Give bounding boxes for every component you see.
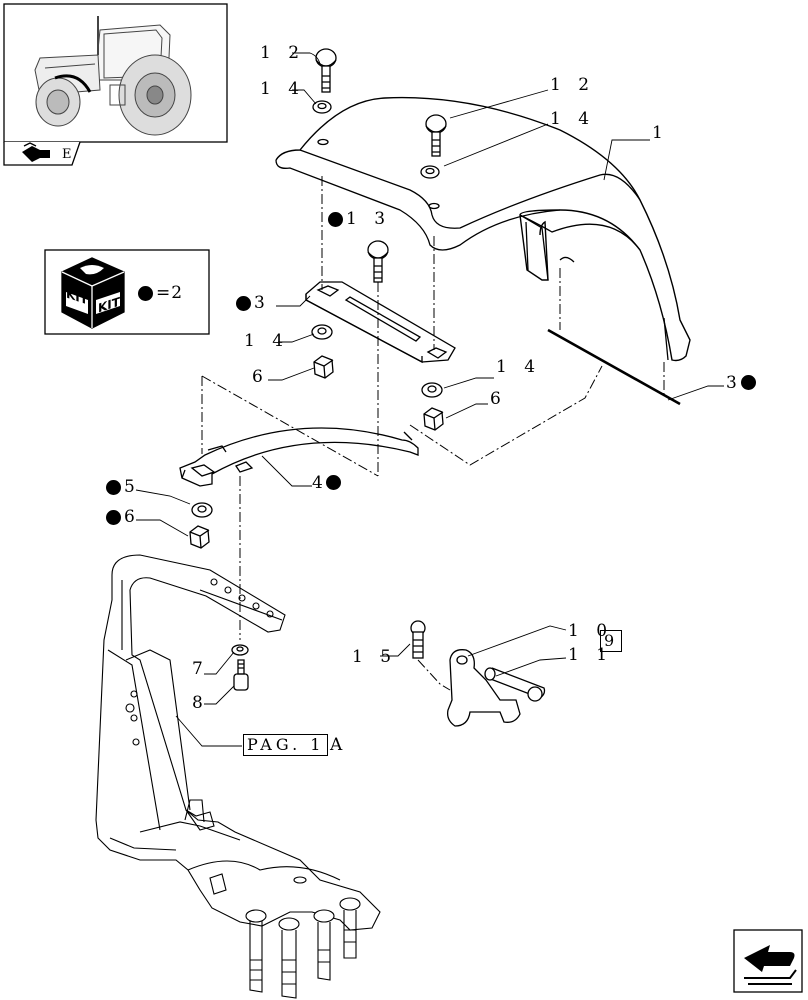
bracket-part-10 xyxy=(447,649,546,727)
filled-dot-icon xyxy=(106,510,121,525)
tractor-thumbnail-icon xyxy=(3,3,228,143)
label-14-top: 1 4 xyxy=(260,79,306,99)
label-11: 1 1 xyxy=(568,645,614,665)
label-3-strip: 3 xyxy=(726,373,743,393)
bolt-part-8 xyxy=(233,659,249,691)
strip-part-3 xyxy=(547,328,681,406)
label-10: 1 0 xyxy=(568,621,614,641)
fender-part-1 xyxy=(275,96,691,362)
next-page-arrow-icon[interactable] xyxy=(733,929,803,993)
label-3-plate: 3 xyxy=(254,293,271,313)
label-1: 1 xyxy=(652,123,669,143)
nut-part-6 xyxy=(189,355,444,549)
washer-part-14 xyxy=(191,100,443,656)
thumb-tab-letter: E xyxy=(62,147,78,162)
label-6-right: 6 xyxy=(490,389,507,409)
label-8: 8 xyxy=(192,693,209,713)
ref-box-pag-1[interactable]: PAG. 1 xyxy=(243,734,329,756)
label-13: 1 3 xyxy=(346,209,392,229)
label-12-right: 1 2 xyxy=(550,75,596,95)
ref-suffix-a: A xyxy=(330,735,349,755)
bracket-plate-part-3 xyxy=(305,281,456,364)
assembly-centerlines xyxy=(201,176,665,691)
filled-dot-icon xyxy=(328,212,343,227)
label-14-right: 1 4 xyxy=(550,109,596,129)
label-12-top: 1 2 xyxy=(260,43,306,63)
ref-box-9[interactable]: 9 xyxy=(600,630,623,652)
label-6-lower: 6 xyxy=(124,507,141,527)
bolt-part-15 xyxy=(410,620,426,659)
label-14-lower: 1 4 xyxy=(496,357,542,377)
bolt-part-12b xyxy=(425,114,447,157)
label-5: 5 xyxy=(124,477,141,497)
leader-lines xyxy=(135,52,724,747)
label-6-left: 6 xyxy=(252,367,269,387)
label-7: 7 xyxy=(192,659,209,679)
filled-dot-icon xyxy=(106,480,121,495)
mounting-assembly xyxy=(95,554,381,999)
bolt-part-13 xyxy=(367,240,389,283)
filled-dot-icon xyxy=(138,286,153,301)
filled-dot-icon xyxy=(326,475,341,490)
label-14-plate: 1 4 xyxy=(244,331,290,351)
filled-dot-icon xyxy=(236,296,251,311)
thumbnail-tab[interactable] xyxy=(3,141,81,166)
bolt-part-12 xyxy=(315,48,337,93)
support-bar-part-4 xyxy=(179,427,419,487)
label-15: 1 5 xyxy=(352,647,398,667)
kit-quantity: =2 xyxy=(156,283,184,303)
filled-dot-icon xyxy=(741,375,756,390)
label-4: 4 xyxy=(312,473,329,493)
kit-box-icon xyxy=(44,249,210,335)
